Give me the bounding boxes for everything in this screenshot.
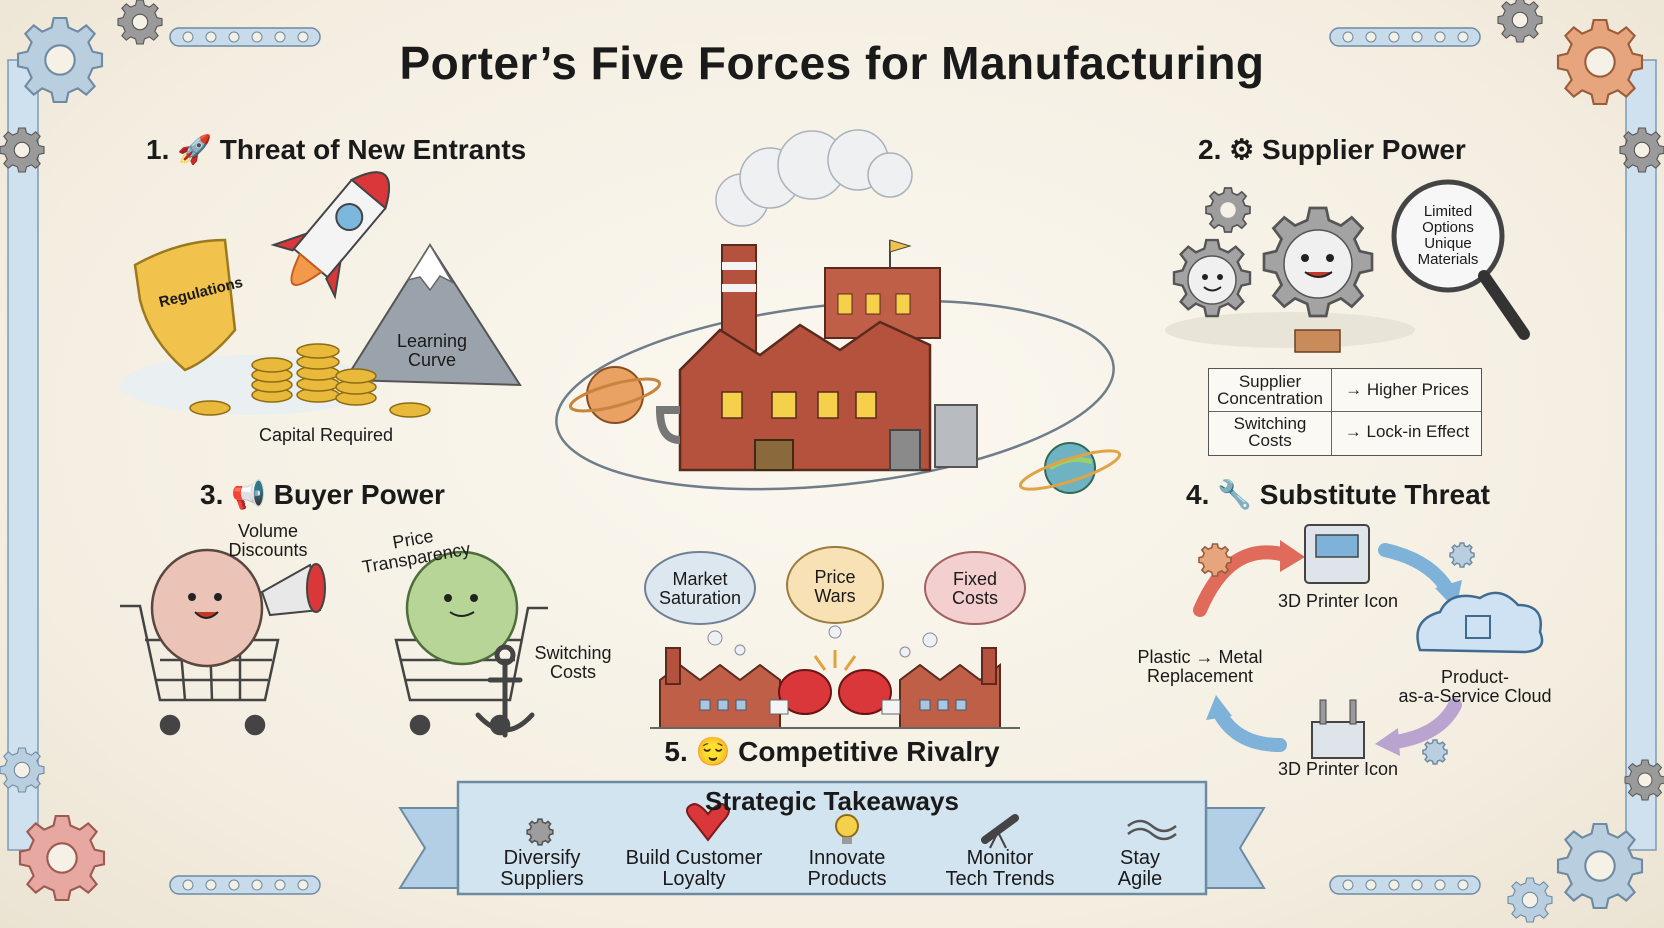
- printer-bottom-label: 3D Printer Icon: [1277, 759, 1399, 779]
- supplier-table: Supplier Concentration → Higher Prices S…: [1208, 368, 1482, 456]
- substitute-threat-heading: 4. 🔧 Substitute Threat: [1186, 479, 1491, 510]
- takeaway-item: Build Customer Loyalty: [625, 847, 763, 890]
- fixed-costs-label: Fixed Costs: [951, 569, 999, 608]
- plastic-metal-label: Plastic → Metal Replacement: [1137, 647, 1263, 686]
- table-cell: Switching Costs: [1233, 414, 1307, 450]
- takeaways-banner: [398, 780, 1266, 896]
- heart-icon: [686, 802, 730, 842]
- gear-icon: [1198, 543, 1232, 577]
- rivalry-illustration: [644, 546, 1026, 729]
- table-cell: → Higher Prices: [1345, 380, 1469, 399]
- frame-border: [7, 27, 1657, 895]
- buyer-power-heading: 3. 📢 Buyer Power: [200, 479, 445, 510]
- supplier-illustration: [1165, 179, 1530, 353]
- planet-icon: [1018, 442, 1122, 494]
- market-saturation-label: Market Saturation: [658, 569, 742, 608]
- learning-curve-label: Learning Curve: [396, 331, 468, 370]
- printer-top-label: 3D Printer Icon: [1277, 591, 1399, 611]
- takeaway-item: Monitor Tech Trends: [945, 847, 1055, 890]
- table-cell: Supplier Concentration: [1217, 372, 1323, 408]
- cloud-label: Product- as-a-Service Cloud: [1398, 667, 1552, 706]
- cloud-icon: [1416, 591, 1544, 654]
- new-entrants-heading: 1. 🚀 Threat of New Entrants: [146, 134, 527, 165]
- 3d-printer-icon: [1311, 699, 1365, 759]
- supplier-power-heading: 2. ⚙ Supplier Power: [1198, 134, 1466, 165]
- new-entrants-illustration: [120, 171, 522, 418]
- takeaway-item: Innovate Products: [807, 847, 887, 890]
- coins-icon: [189, 343, 431, 418]
- buyer-illustration: [120, 548, 548, 738]
- boxing-glove-icon: [769, 669, 901, 715]
- 3d-printer-icon: [1304, 524, 1370, 584]
- gear-icon: [1422, 739, 1448, 765]
- gear-icon: [1449, 542, 1475, 568]
- rocket-icon: [270, 171, 390, 300]
- spring-icon: [1127, 819, 1177, 841]
- telescope-icon: [981, 814, 1019, 849]
- magnifier-icon: [1391, 179, 1530, 340]
- magnifier-label: Limited Options Unique Materials: [1417, 203, 1479, 268]
- megaphone-icon: [260, 563, 326, 617]
- page-title: Porter’s Five Forces for Manufacturing: [399, 37, 1265, 89]
- substitute-illustration: [1193, 524, 1544, 765]
- planet-icon: [568, 366, 662, 424]
- switching-costs-label: Switching Costs: [534, 643, 612, 682]
- table-cell: → Lock-in Effect: [1344, 422, 1470, 441]
- shield-icon: [133, 238, 237, 372]
- factory-illustration: [555, 129, 1122, 494]
- takeaways-title: Strategic Takeaways: [705, 786, 959, 816]
- volume-discounts-label: Volume Discounts: [228, 521, 308, 560]
- capital-required-label: Capital Required: [258, 425, 394, 445]
- competitive-rivalry-heading: 5. 😌 Competitive Rivalry: [664, 736, 1000, 767]
- anchor-icon: [475, 644, 535, 738]
- price-wars-label: Price Wars: [814, 567, 856, 606]
- gear-icon: [526, 818, 554, 846]
- lightbulb-icon: [835, 814, 859, 844]
- takeaway-item: Stay Agile: [1117, 847, 1163, 890]
- takeaway-item: Diversify Suppliers: [500, 847, 584, 890]
